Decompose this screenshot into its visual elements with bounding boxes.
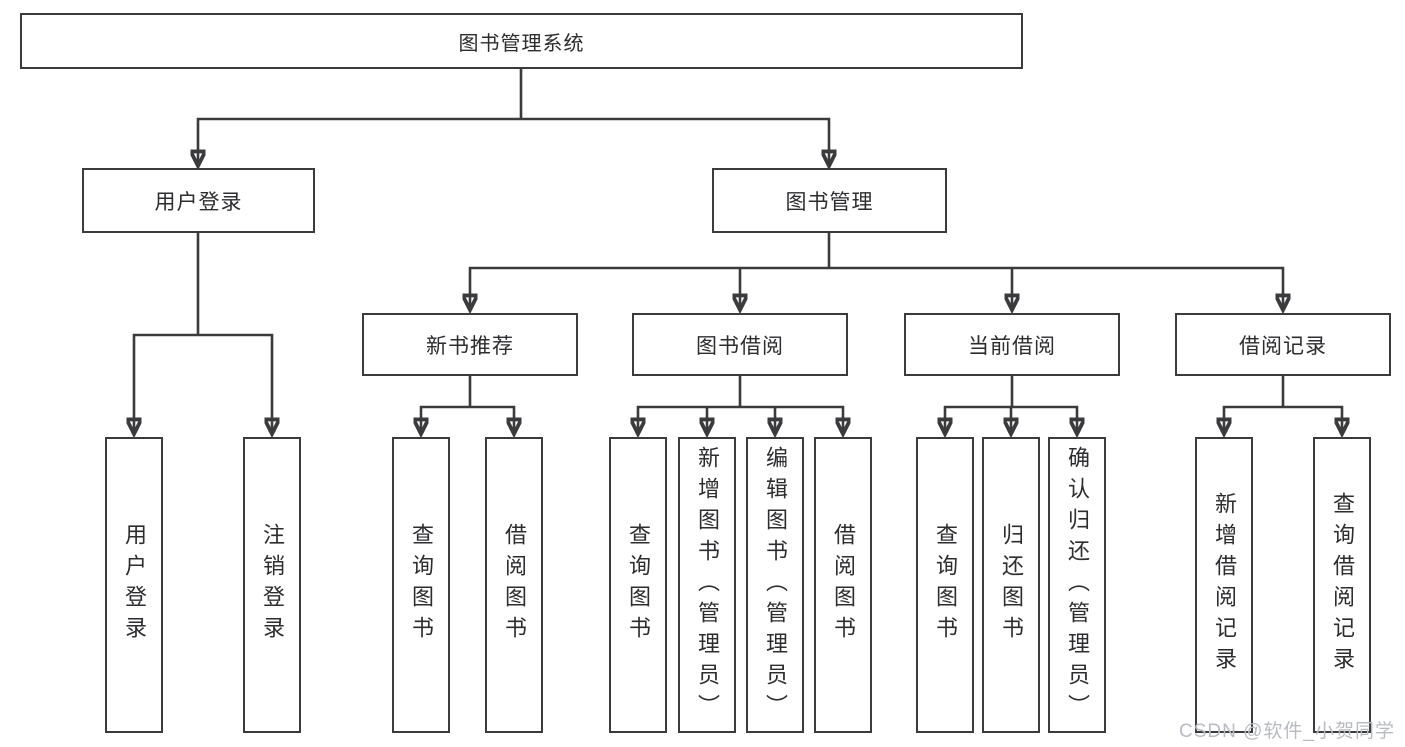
- node-borrowing-records: 借阅记录: [1175, 313, 1391, 376]
- node-label: 查询借阅记录: [1330, 492, 1355, 678]
- node-leaf-borrow-books-recommend: 借阅图书: [485, 437, 543, 733]
- node-label: 归还图书: [999, 523, 1024, 647]
- node-label: 新书推荐: [426, 334, 514, 358]
- node-leaf-add-book-admin: 新增图书（管理员）: [678, 437, 736, 733]
- connector-user-login-to-leaves: [133, 233, 273, 434]
- node-new-book-recommendation: 新书推荐: [362, 313, 578, 376]
- node-leaf-return-book: 归还图书: [982, 437, 1040, 733]
- node-label: 借阅记录: [1239, 334, 1327, 358]
- node-label: 注销登录: [260, 523, 285, 647]
- node-leaf-query-books-recommend: 查询图书: [392, 437, 450, 733]
- node-leaf-confirm-return-admin: 确认归还（管理员）: [1048, 437, 1106, 733]
- node-book-management: 图书管理: [712, 168, 947, 233]
- connector-book-borrow-to-leaves: [637, 376, 844, 434]
- node-label: 图书管理: [785, 190, 874, 214]
- node-leaf-add-borrow-record: 新增借阅记录: [1195, 437, 1253, 733]
- node-label: 图书管理系统: [458, 32, 585, 55]
- node-current-borrowing: 当前借阅: [904, 313, 1120, 376]
- node-label: 查询图书: [933, 523, 958, 647]
- node-leaf-query-borrow-record: 查询借阅记录: [1313, 437, 1371, 733]
- node-leaf-logout: 注销登录: [243, 437, 301, 733]
- connector-current-borrow-to-leaves: [944, 376, 1078, 434]
- node-label: 新增借阅记录: [1212, 492, 1237, 678]
- watermark: CSDN @软件_小贺同学: [1179, 721, 1395, 742]
- node-label: 图书借阅: [696, 334, 784, 358]
- connector-root-to-level2: [197, 69, 830, 166]
- connector-book-management-to-level3: [469, 233, 1284, 310]
- node-label: 用户登录: [154, 190, 243, 214]
- connector-borrow-record-to-leaves: [1223, 376, 1343, 434]
- node-label: 借阅图书: [502, 523, 527, 647]
- node-label: 确认归还（管理员）: [1065, 445, 1090, 725]
- node-book-borrowing: 图书借阅: [632, 313, 848, 376]
- connector-new-book-to-leaves: [420, 376, 515, 434]
- node-leaf-query-books-borrow: 查询图书: [609, 437, 667, 733]
- node-user-login: 用户登录: [82, 168, 315, 233]
- node-label: 查询图书: [626, 523, 651, 647]
- node-leaf-user-login: 用户登录: [105, 437, 163, 733]
- node-leaf-query-books-current: 查询图书: [916, 437, 974, 733]
- node-label: 借阅图书: [831, 523, 856, 647]
- node-label: 新增图书（管理员）: [695, 445, 720, 725]
- node-label: 查询图书: [409, 523, 434, 647]
- node-label: 编辑图书（管理员）: [763, 445, 788, 725]
- node-library-management-system: 图书管理系统: [20, 13, 1023, 69]
- node-label: 用户登录: [122, 523, 147, 647]
- node-label: 当前借阅: [968, 334, 1056, 358]
- node-leaf-borrow-books: 借阅图书: [814, 437, 872, 733]
- node-leaf-edit-book-admin: 编辑图书（管理员）: [746, 437, 804, 733]
